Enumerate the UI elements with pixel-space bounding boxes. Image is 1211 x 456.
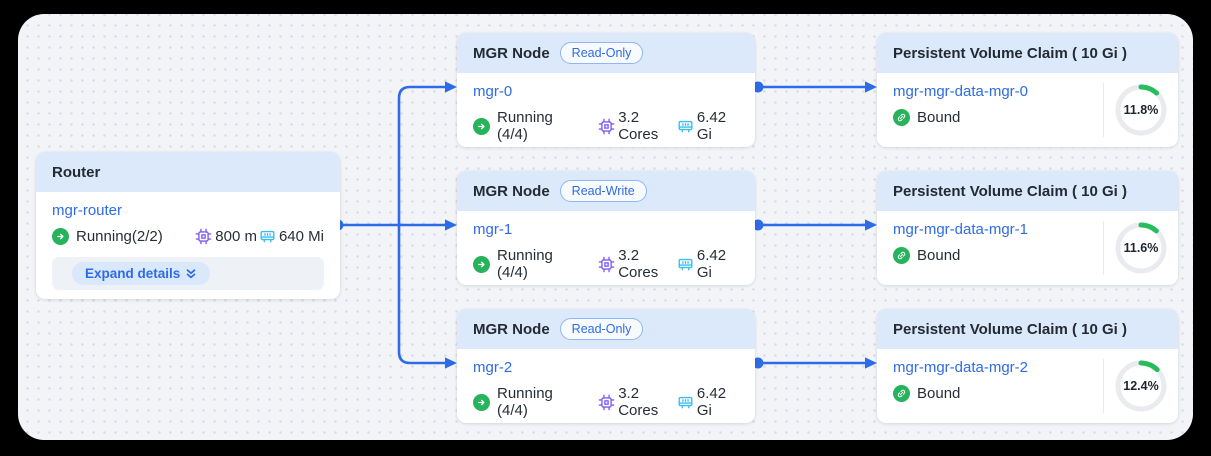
pvc-title: Persistent Volume Claim ( 10 Gi ) bbox=[893, 182, 1127, 200]
divider bbox=[1103, 221, 1104, 275]
mode-badge: Read-Write bbox=[559, 180, 647, 202]
pvc-status-row: Bound bbox=[893, 247, 1103, 264]
mode-badge: Read-Only bbox=[559, 42, 644, 64]
mgr-memory-value: 6.42 Gi bbox=[696, 385, 727, 419]
mgr-status-text: Running (4/4) bbox=[497, 385, 553, 419]
router-memory-value: 640 Mi bbox=[278, 228, 324, 245]
pvc-status-row: Bound bbox=[893, 109, 1103, 126]
mgr-node-title: MGR Node bbox=[473, 44, 550, 62]
pvc-card-1[interactable]: Persistent Volume Claim ( 10 Gi ) mgr-mg… bbox=[877, 171, 1178, 285]
mgr-memory-value: 6.42 Gi bbox=[696, 109, 727, 143]
divider bbox=[1103, 359, 1104, 413]
pvc-card-0[interactable]: Persistent Volume Claim ( 10 Gi ) mgr-mg… bbox=[877, 33, 1178, 147]
memory-icon bbox=[677, 118, 694, 135]
pvc-card-header: Persistent Volume Claim ( 10 Gi ) bbox=[877, 33, 1178, 73]
router-title: Router bbox=[52, 163, 101, 181]
mgr-pod-name-link[interactable]: mgr-2 bbox=[473, 359, 513, 376]
mgr-cpu-value: 3.2 Cores bbox=[618, 247, 659, 281]
mgr-status-row: Running (4/4) 3.2 Cores 6.42 Gi bbox=[473, 385, 739, 419]
usage-gauge: 11.8% bbox=[1114, 83, 1168, 137]
cpu-icon bbox=[598, 118, 615, 135]
usage-gauge: 12.4% bbox=[1114, 359, 1168, 413]
usage-gauge: 11.6% bbox=[1114, 221, 1168, 275]
bound-link-icon bbox=[893, 109, 910, 126]
pvc-status-text: Bound bbox=[917, 247, 961, 264]
router-cpu-value: 800 m bbox=[215, 228, 257, 245]
mgr-node-card-1[interactable]: MGR Node Read-Write mgr-1 Running (4/4) … bbox=[457, 171, 755, 285]
double-chevron-down-icon bbox=[186, 268, 196, 278]
memory-icon bbox=[677, 394, 694, 411]
gauge-arc bbox=[1115, 360, 1167, 412]
pvc-name-link[interactable]: mgr-mgr-data-mgr-2 bbox=[893, 359, 1029, 376]
mgr-card-header: MGR Node Read-Write bbox=[457, 171, 755, 211]
router-pod-name-link[interactable]: mgr-router bbox=[52, 202, 123, 219]
running-status-icon bbox=[473, 393, 490, 411]
pvc-card-header: Persistent Volume Claim ( 10 Gi ) bbox=[877, 309, 1178, 349]
mgr-cpu-value: 3.2 Cores bbox=[618, 385, 659, 419]
cpu-icon bbox=[598, 394, 615, 411]
mgr-pod-name-link[interactable]: mgr-1 bbox=[473, 221, 513, 238]
mgr-card-header: MGR Node Read-Only bbox=[457, 33, 755, 73]
mgr-card-header: MGR Node Read-Only bbox=[457, 309, 755, 349]
mgr-node-card-2[interactable]: MGR Node Read-Only mgr-2 Running (4/4) 3… bbox=[457, 309, 755, 423]
pvc-status-row: Bound bbox=[893, 385, 1103, 402]
memory-icon bbox=[677, 256, 694, 273]
mgr-status-text: Running (4/4) bbox=[497, 109, 553, 143]
usage-percent: 12.4% bbox=[1123, 379, 1159, 393]
pvc-name-link[interactable]: mgr-mgr-data-mgr-1 bbox=[893, 221, 1029, 238]
mgr-cpu-value: 3.2 Cores bbox=[618, 109, 659, 143]
bound-link-icon bbox=[893, 385, 910, 402]
memory-icon bbox=[259, 228, 276, 245]
usage-percent: 11.8% bbox=[1123, 103, 1159, 117]
router-node-card[interactable]: Router mgr-router Running(2/2) 800 m bbox=[36, 152, 340, 299]
pvc-title: Persistent Volume Claim ( 10 Gi ) bbox=[893, 44, 1127, 62]
pvc-status-text: Bound bbox=[917, 385, 961, 402]
mgr-status-text: Running (4/4) bbox=[497, 247, 553, 281]
gauge-arc bbox=[1115, 84, 1167, 136]
mode-badge: Read-Only bbox=[559, 318, 644, 340]
expand-details-label: Expand details bbox=[85, 266, 181, 281]
expand-details-strip: Expand details bbox=[52, 257, 324, 290]
mgr-status-row: Running (4/4) 3.2 Cores 6.42 Gi bbox=[473, 247, 739, 281]
mgr-node-title: MGR Node bbox=[473, 182, 550, 200]
expand-details-button[interactable]: Expand details bbox=[72, 262, 211, 285]
mgr-node-title: MGR Node bbox=[473, 320, 550, 338]
pvc-status-text: Bound bbox=[917, 109, 961, 126]
router-status-row: Running(2/2) 800 m 640 Mi bbox=[52, 228, 324, 245]
usage-percent: 11.6% bbox=[1123, 241, 1159, 255]
mgr-status-row: Running (4/4) 3.2 Cores 6.42 Gi bbox=[473, 109, 739, 143]
mgr-memory-value: 6.42 Gi bbox=[696, 247, 727, 281]
mgr-node-card-0[interactable]: MGR Node Read-Only mgr-0 Running (4/4) 3… bbox=[457, 33, 755, 147]
router-card-header: Router bbox=[36, 152, 340, 192]
pvc-name-link[interactable]: mgr-mgr-data-mgr-0 bbox=[893, 83, 1029, 100]
gauge-arc bbox=[1115, 222, 1167, 274]
pvc-card-header: Persistent Volume Claim ( 10 Gi ) bbox=[877, 171, 1178, 211]
pvc-card-2[interactable]: Persistent Volume Claim ( 10 Gi ) mgr-mg… bbox=[877, 309, 1178, 423]
cpu-icon bbox=[195, 228, 212, 245]
running-status-icon bbox=[52, 228, 69, 245]
pvc-title: Persistent Volume Claim ( 10 Gi ) bbox=[893, 320, 1127, 338]
mgr-pod-name-link[interactable]: mgr-0 bbox=[473, 83, 513, 100]
bound-link-icon bbox=[893, 247, 910, 264]
cpu-icon bbox=[598, 256, 615, 273]
running-status-icon bbox=[473, 117, 490, 135]
running-status-icon bbox=[473, 255, 490, 273]
router-status-text: Running(2/2) bbox=[76, 228, 163, 245]
divider bbox=[1103, 83, 1104, 137]
